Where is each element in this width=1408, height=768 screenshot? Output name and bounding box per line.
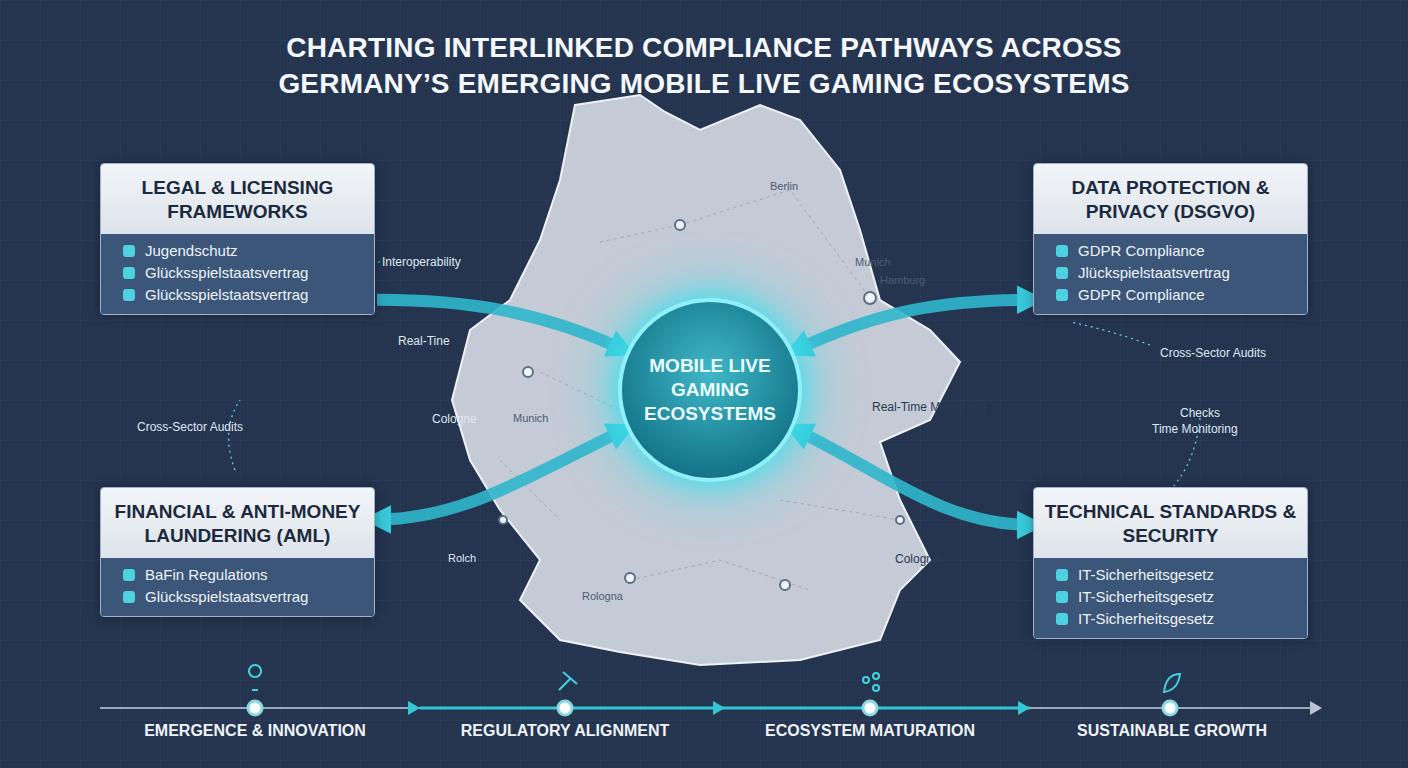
item-icon — [1056, 267, 1068, 279]
item-icon — [1056, 613, 1068, 625]
map-annotation: Time Monitoring — [1152, 422, 1238, 436]
list-item: BaFin Regulations — [123, 564, 362, 586]
stage-label: REGULATORY ALIGNMENT — [461, 722, 670, 740]
timeline — [100, 665, 1322, 715]
item-icon — [123, 569, 135, 581]
category-panel: TECHNICAL STANDARDS & SECURITYIT-Sicherh… — [1033, 487, 1308, 639]
item-text: IT-Sicherheitsgesetz — [1078, 588, 1214, 605]
item-icon — [1056, 245, 1068, 257]
item-icon — [1056, 289, 1068, 301]
list-item: IT-Sicherheitsgesetz — [1056, 608, 1295, 630]
city-dots — [499, 220, 904, 590]
category-panel: DATA PROTECTION & PRIVACY (DSGVO)GDPR Co… — [1033, 163, 1308, 315]
diagram-title: CHARTING INTERLINKED COMPLIANCE PATHWAYS… — [244, 30, 1164, 102]
item-icon — [123, 267, 135, 279]
stage-label: EMERGENCE & INNOVATION — [144, 722, 366, 740]
list-item: Glücksspielstaatsvertrag — [123, 284, 362, 306]
item-icon — [123, 289, 135, 301]
item-icon — [1056, 569, 1068, 581]
item-text: GDPR Compliance — [1078, 242, 1205, 259]
panel-list: GDPR ComplianceJlückspielstaatsvertragGD… — [1034, 234, 1307, 314]
map-annotation: Hamburg — [880, 274, 925, 286]
list-item: Jlückspielstaatsvertrag — [1056, 262, 1295, 284]
hub-label: MOBILE LIVE GAMING ECOSYSTEMS — [622, 354, 798, 426]
map-annotation: Munich — [855, 256, 890, 268]
flow-arrow — [797, 431, 1031, 525]
stage-label: SUSTAINABLE GROWTH — [1077, 722, 1267, 740]
panel-list: IT-SicherheitsgesetzIT-Sicherheitsgesetz… — [1034, 558, 1307, 638]
list-item: GDPR Compliance — [1056, 240, 1295, 262]
item-text: Jlückspielstaatsvertrag — [1078, 264, 1230, 281]
map-annotation: Cologne — [895, 552, 940, 566]
map-annotation: Real-Tine — [398, 334, 450, 348]
map-annotation: Rologna — [582, 590, 623, 602]
item-icon — [1056, 591, 1068, 603]
panel-heading: FINANCIAL & ANTI-MONEY LAUNDERING (AML) — [101, 488, 374, 558]
list-item: IT-Sicherheitsgesetz — [1056, 586, 1295, 608]
item-text: IT-Sicherheitsgesetz — [1078, 566, 1214, 583]
item-text: Glücksspielstaatsvertrag — [145, 264, 308, 281]
map-annotation: Interoperability — [382, 255, 461, 269]
map-routes — [500, 190, 900, 590]
item-icon — [123, 245, 135, 257]
panel-list: JugendschutzGlücksspielstaatsvertragGlüc… — [101, 234, 374, 314]
germany-map — [452, 95, 960, 665]
panel-list: BaFin RegulationsGlücksspielstaatsvertra… — [101, 558, 374, 616]
item-text: Glücksspielstaatsvertrag — [145, 588, 308, 605]
map-annotation: Rolch — [448, 552, 476, 564]
flow-arrow — [377, 300, 623, 350]
hub-circle: MOBILE LIVE GAMING ECOSYSTEMS — [618, 298, 802, 482]
map-annotation: Munich — [513, 412, 548, 424]
list-item: Jugendschutz — [123, 240, 362, 262]
map-annotation: Checks — [1180, 406, 1220, 420]
map-annotation: Real-Time Monitoring — [872, 400, 986, 414]
item-text: IT-Sicherheitsgesetz — [1078, 610, 1214, 627]
map-annotation: Berlin — [770, 180, 798, 192]
list-item: Glücksspielstaatsvertrag — [123, 586, 362, 608]
map-annotation: Cologne — [432, 412, 477, 426]
item-text: Jugendschutz — [145, 242, 238, 259]
category-panel: FINANCIAL & ANTI-MONEY LAUNDERING (AML)B… — [100, 487, 375, 617]
list-item: Glücksspielstaatsvertrag — [123, 262, 362, 284]
flow-arrow — [377, 431, 623, 520]
flow-arrow — [797, 300, 1031, 350]
item-icon — [123, 591, 135, 603]
item-text: GDPR Compliance — [1078, 286, 1205, 303]
item-text: Glücksspielstaatsvertrag — [145, 286, 308, 303]
item-text: BaFin Regulations — [145, 566, 268, 583]
stage-label: ECOSYSTEM MATURATION — [765, 722, 975, 740]
map-annotation: Cross-Sector Audits — [137, 420, 243, 434]
list-item: IT-Sicherheitsgesetz — [1056, 564, 1295, 586]
list-item: GDPR Compliance — [1056, 284, 1295, 306]
map-annotation: Cross-Sector Audits — [1160, 346, 1266, 360]
panel-heading: DATA PROTECTION & PRIVACY (DSGVO) — [1034, 164, 1307, 234]
panel-heading: LEGAL & LICENSING FRAMEWORKS — [101, 164, 374, 234]
panel-heading: TECHNICAL STANDARDS & SECURITY — [1034, 488, 1307, 558]
hub-glow — [560, 240, 860, 540]
category-panel: LEGAL & LICENSING FRAMEWORKSJugendschutz… — [100, 163, 375, 315]
